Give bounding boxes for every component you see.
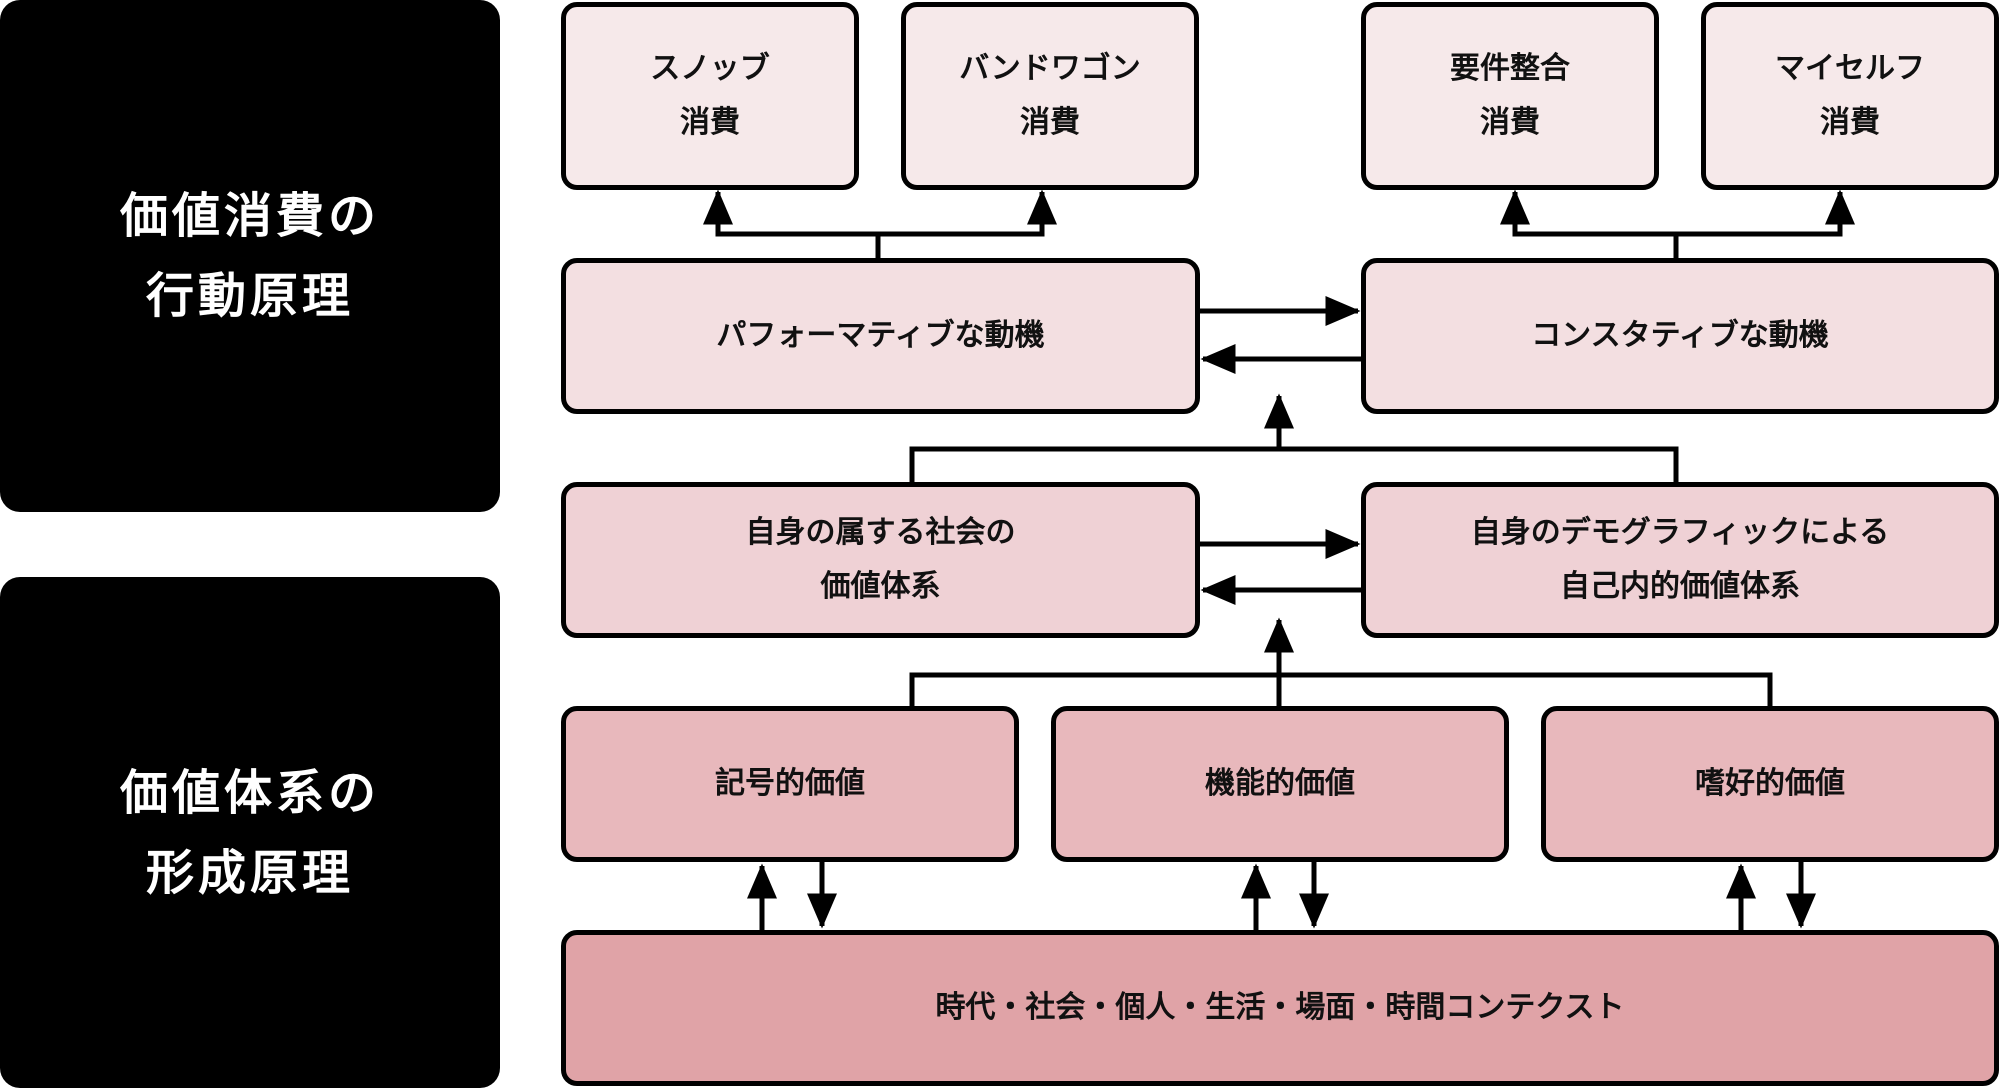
constative-motive-box: コンスタティブな動機 — [1361, 258, 1999, 414]
behavior-principle-line2: 行動原理 — [145, 268, 354, 324]
constative-motive-label: コンスタティブな動機 — [1531, 318, 1829, 353]
formation-principle-line2: 形成原理 — [145, 844, 354, 901]
preference-value-label: 嗜好的価値 — [1695, 766, 1845, 801]
bandwagon-consumption-box: バンドワゴン 消費 — [901, 2, 1199, 190]
myself-consumption-line1: マイセルフ — [1775, 51, 1925, 86]
social-value-system-line1: 自身の属する社会の — [745, 515, 1016, 550]
self-value-system-line1: 自身のデモグラフィックによる — [1470, 515, 1890, 550]
social-value-system-box: 自身の属する社会の 価値体系 — [561, 482, 1200, 638]
context-label: 時代・社会・個人・生活・場面・時間コンテクスト — [935, 990, 1625, 1025]
self-value-system-box: 自身のデモグラフィックによる 自己内的価値体系 — [1361, 482, 1999, 638]
performative-motive-label: パフォーマティブな動機 — [716, 318, 1045, 353]
formation-principle-line1: 価値体系の — [119, 764, 380, 821]
symbolic-value-label: 記号的価値 — [715, 766, 865, 801]
functional-value-box: 機能的価値 — [1051, 706, 1509, 862]
snob-consumption-line1: スノッブ — [650, 51, 770, 86]
context-box: 時代・社会・個人・生活・場面・時間コンテクスト — [561, 930, 1999, 1086]
preference-value-box: 嗜好的価値 — [1541, 706, 1999, 862]
performative-motive-box: パフォーマティブな動機 — [561, 258, 1200, 414]
behavior-principle-panel: 価値消費の 行動原理 — [0, 0, 500, 512]
formation-principle-panel: 価値体系の 形成原理 — [0, 577, 500, 1088]
snob-consumption-line2: 消費 — [680, 105, 740, 140]
snob-consumption-box: スノッブ 消費 — [561, 2, 859, 190]
myself-consumption-line2: 消費 — [1820, 105, 1880, 140]
myself-consumption-box: マイセルフ 消費 — [1701, 2, 1999, 190]
requirement-consumption-line1: 要件整合 — [1450, 51, 1570, 86]
bandwagon-consumption-line1: バンドワゴン — [959, 51, 1141, 86]
functional-value-label: 機能的価値 — [1205, 766, 1355, 801]
bandwagon-consumption-line2: 消費 — [1020, 105, 1080, 140]
behavior-principle-line1: 価値消費の — [119, 188, 380, 244]
requirement-consumption-line2: 消費 — [1480, 105, 1540, 140]
symbolic-value-box: 記号的価値 — [561, 706, 1019, 862]
social-value-system-line2: 価値体系 — [820, 569, 941, 604]
self-value-system-line2: 自己内的価値体系 — [1560, 569, 1800, 604]
requirement-consumption-box: 要件整合 消費 — [1361, 2, 1659, 190]
